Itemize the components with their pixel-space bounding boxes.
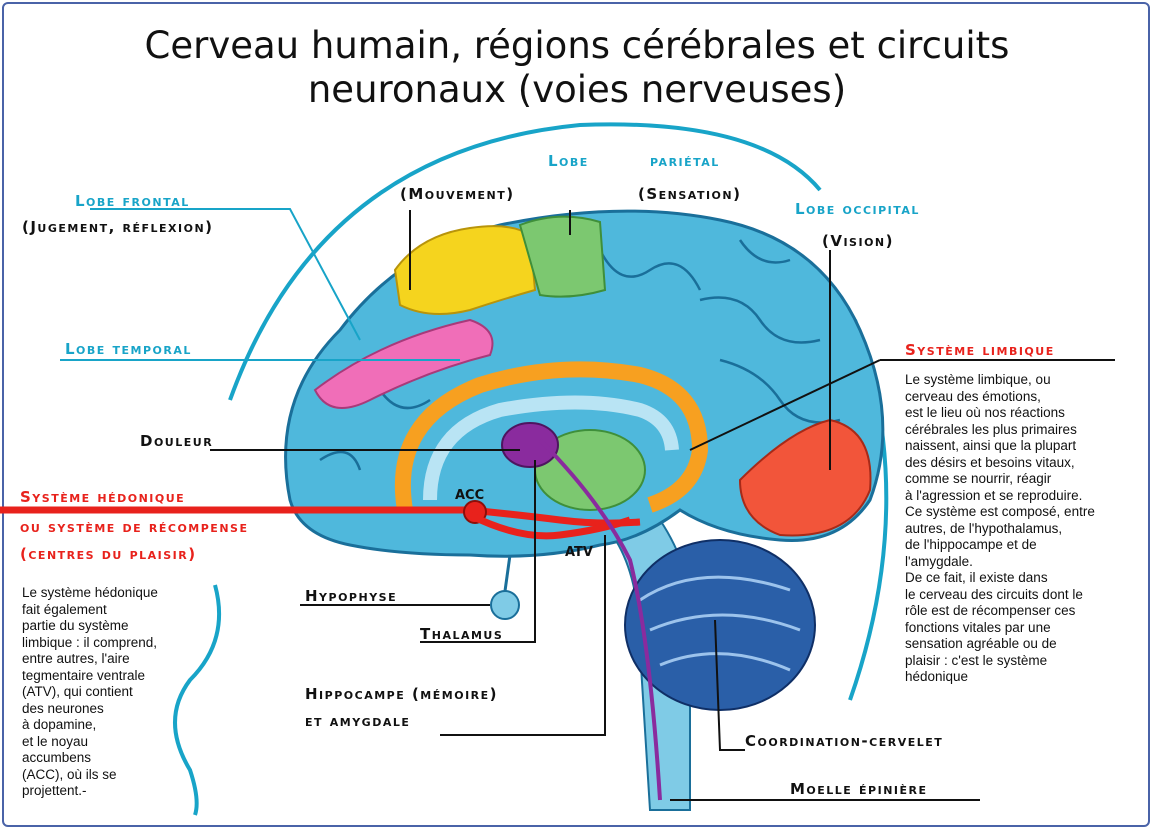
cervelet-label: Coordination-cervelet [745, 732, 943, 750]
hypophyse [491, 591, 519, 619]
thalamus-purple [502, 423, 558, 467]
douleur-label: Douleur [140, 432, 213, 450]
limbique-label: Système limbique [905, 341, 1055, 359]
sensation-label: (Sensation) [638, 185, 741, 203]
hippocampe-label-2: et amygdale [305, 712, 410, 730]
hedonique-label-2: ou système de récompense [20, 518, 248, 536]
hedonique-label-1: Système hédonique [20, 488, 185, 506]
hedonique-description: Le système hédonique fait également part… [22, 585, 212, 800]
parietal-label: pariétal [650, 152, 720, 170]
mouvement-label: (Mouvement) [400, 185, 515, 203]
hedonique-label-3: (centres du plaisir) [20, 545, 197, 563]
atv-label: ATV [565, 545, 593, 560]
temporal-label: Lobe temporal [65, 340, 192, 358]
thalamus-label: Thalamus [420, 625, 503, 643]
hippocampe-label-1: Hippocampe (mémoire) [305, 685, 498, 703]
acc-label: ACC [455, 488, 484, 503]
limbique-description: Le système limbique, ou cerveau des émot… [905, 372, 1135, 686]
jugement-label: (Jugement, réflexion) [22, 218, 214, 236]
moelle-label: Moelle épinière [790, 780, 928, 798]
frontal-label: Lobe frontal [75, 192, 190, 210]
hypophyse-label: Hypophyse [305, 587, 397, 605]
occipital-label: Lobe occipital [795, 200, 920, 218]
vision-label: (Vision) [822, 232, 894, 250]
lobe-label: Lobe [548, 152, 589, 170]
